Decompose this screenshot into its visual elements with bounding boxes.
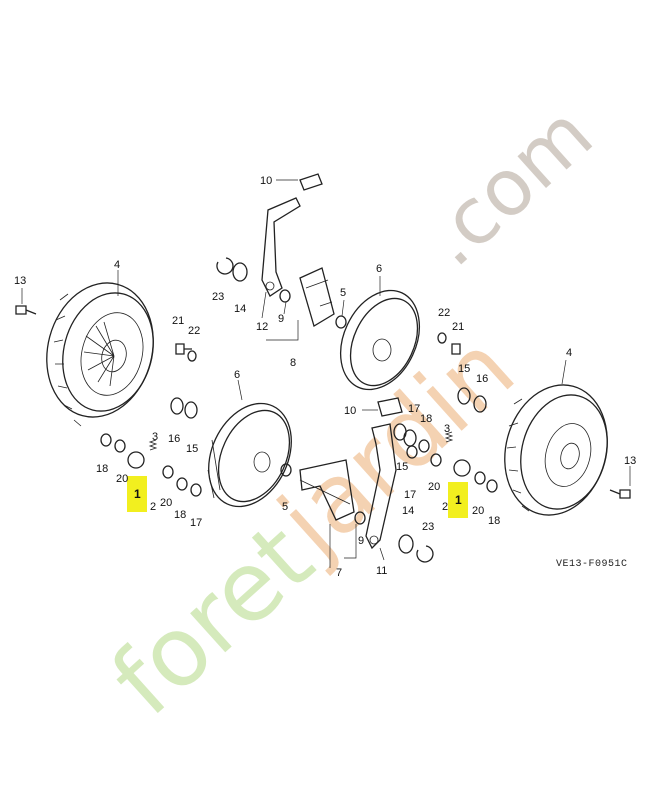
part-label-20-b: 20 <box>160 497 172 509</box>
part-label-4-right: 4 <box>566 347 572 359</box>
part-label-2-right: 2 <box>442 501 448 513</box>
part-label-18-b: 18 <box>174 509 186 521</box>
part-label-20-a: 20 <box>116 473 128 485</box>
part-label-14-upper: 14 <box>234 303 246 315</box>
small-parts <box>15 257 631 563</box>
part-label-1-left: 1 <box>134 487 141 501</box>
part-label-18-d: 18 <box>488 515 500 527</box>
highlight-box-right <box>448 482 468 518</box>
lower-lever-assembly <box>299 397 403 550</box>
part-label-6-left: 6 <box>234 369 240 381</box>
part-label-23-upper: 23 <box>212 291 224 303</box>
part-label-1-right: 1 <box>455 493 462 507</box>
part-label-23-lower: 23 <box>422 521 434 533</box>
part-label-16-right: 16 <box>476 373 488 385</box>
part-label-12: 12 <box>256 321 268 333</box>
part-label-21-left: 21 <box>172 315 184 327</box>
diagram-code: VE13-F0951C <box>556 559 628 570</box>
part-label-17-c: 17 <box>404 489 416 501</box>
highlight-box-left <box>127 476 147 512</box>
part-label-3-right: 3 <box>444 423 450 435</box>
part-label-15-left: 15 <box>186 443 198 455</box>
watermark-text-grey: .com <box>407 89 609 284</box>
part-label-22-right: 22 <box>438 307 450 319</box>
part-label-17-b: 17 <box>408 403 420 415</box>
part-label-8: 8 <box>290 357 296 369</box>
part-label-15-right: 15 <box>458 363 470 375</box>
part-label-21-right: 21 <box>452 321 464 333</box>
part-label-10-upper: 10 <box>260 175 272 187</box>
part-label-9-upper: 9 <box>278 313 284 325</box>
part-label-14-lower: 14 <box>402 505 414 517</box>
part-label-7: 7 <box>336 567 342 579</box>
part-label-6-right: 6 <box>376 263 382 275</box>
part-label-16-left: 16 <box>168 433 180 445</box>
right-wheel <box>504 384 608 516</box>
left-wheel <box>46 282 154 427</box>
leader-lines <box>21 179 631 568</box>
left-pulley <box>207 402 292 508</box>
part-label-5-upper: 5 <box>340 287 346 299</box>
part-label-15-center: 15 <box>396 461 408 473</box>
part-labels: 10 10 4 4 13 13 6 6 5 5 23 23 14 14 12 1… <box>14 175 636 579</box>
watermark-text-orange: jardin <box>257 312 535 578</box>
part-label-17-a: 17 <box>190 517 202 529</box>
part-label-18-a: 18 <box>96 463 108 475</box>
part-label-20-c: 20 <box>428 481 440 493</box>
part-label-5-lower: 5 <box>282 501 288 513</box>
part-label-13-left: 13 <box>14 275 26 287</box>
upper-lever-assembly <box>261 173 335 327</box>
part-label-20-d: 20 <box>472 505 484 517</box>
right-pulley <box>340 289 420 391</box>
part-label-22-left: 22 <box>188 325 200 337</box>
part-label-2-left: 2 <box>150 501 156 513</box>
part-label-4-left: 4 <box>114 259 120 271</box>
part-label-13-right: 13 <box>624 455 636 467</box>
part-label-9-lower: 9 <box>358 535 364 547</box>
part-label-3-left: 3 <box>152 431 158 443</box>
part-label-18-c: 18 <box>420 413 432 425</box>
part-label-11: 11 <box>376 565 387 577</box>
part-label-10-lower: 10 <box>344 405 356 417</box>
